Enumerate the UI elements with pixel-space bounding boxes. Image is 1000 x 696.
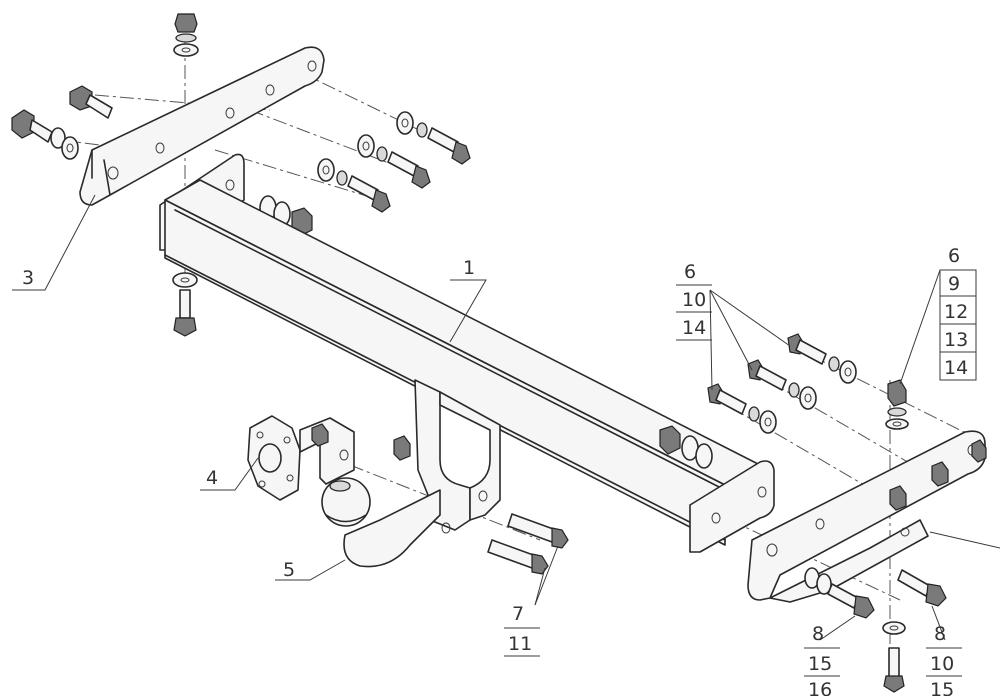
label-group-b-3: 13 [944, 329, 968, 351]
ball-mount [393, 379, 501, 534]
label-group-right-b: 6 9 12 13 14 [939, 245, 977, 381]
label-group-bottom-right: 8 10 15 [926, 623, 962, 696]
lower-bolts [487, 513, 569, 575]
label-left-bracket: 3 [22, 267, 34, 289]
label-bottom-right-2: 15 [930, 679, 954, 696]
label-group-b-1: 9 [948, 273, 960, 295]
label-lower-bolts-1: 11 [508, 633, 532, 655]
lower-left-bolt [172, 272, 198, 337]
upper-left-bolt [69, 85, 113, 119]
left-fasteners [11, 13, 471, 337]
label-group-bottom-left: 8 15 16 [804, 623, 840, 696]
label-bottom-left-2: 16 [808, 679, 832, 696]
label-bottom-right-1: 10 [930, 653, 954, 675]
left-bolt-with-washers [11, 109, 79, 160]
right-bar-nut-stack [659, 425, 713, 469]
label-group-right-a: 6 10 14 [676, 261, 712, 341]
label-group-a-1: 10 [682, 289, 706, 311]
left-bracket-holes [107, 60, 317, 180]
label-group-a-0: 6 [684, 261, 696, 283]
left-bracket [79, 46, 325, 206]
label-group-lower-bolts: 7 11 [504, 603, 540, 657]
bracket-bolt-group [317, 111, 471, 213]
leader-lines [12, 194, 1000, 641]
label-group-a-2: 14 [682, 317, 706, 339]
right-bracket [747, 430, 987, 603]
label-socket-plate: 4 [206, 467, 218, 489]
right-fasteners [707, 333, 947, 693]
label-group-b-2: 12 [944, 301, 968, 323]
towball [321, 477, 441, 568]
top-nut-stack [173, 13, 199, 57]
label-bottom-right-0: 8 [934, 623, 946, 645]
label-group-b-0: 6 [948, 245, 960, 267]
label-towball: 5 [283, 559, 295, 581]
label-group-b-4: 14 [944, 357, 968, 379]
label-bottom-left-0: 8 [812, 623, 824, 645]
label-crossbar: 1 [463, 257, 475, 279]
label-lower-bolts-0: 7 [512, 603, 524, 625]
label-bottom-left-1: 15 [808, 653, 832, 675]
socket-plate [247, 415, 355, 501]
part-labels: 3 1 4 5 6 10 14 6 9 12 13 14 [22, 245, 977, 696]
crossbar [159, 153, 775, 553]
